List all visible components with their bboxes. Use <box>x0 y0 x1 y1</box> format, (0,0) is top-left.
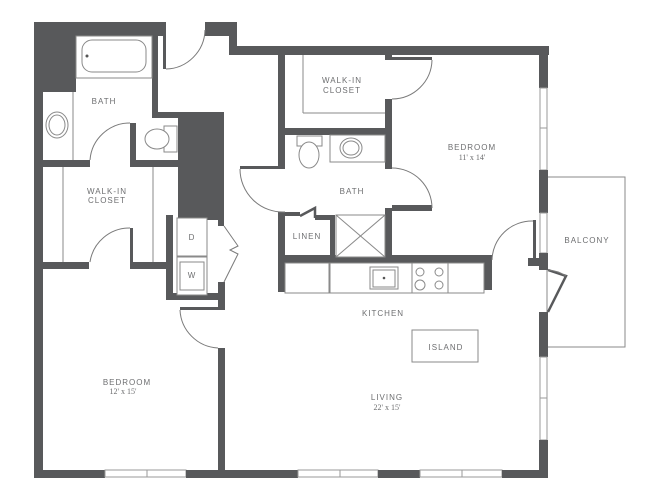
walkin-left-label-line1: WALK-IN <box>87 187 127 196</box>
living-label: LIVING <box>371 393 403 402</box>
walkin-right-label-line2: CLOSET <box>323 86 361 95</box>
bedroom-right-dimensions: 11' x 14' <box>459 153 486 162</box>
bedroom-left-dimensions: 12' x 15' <box>110 387 137 396</box>
linen-label: LINEN <box>293 232 322 241</box>
bedroom-left-label: BEDROOM <box>103 378 151 387</box>
island-label: ISLAND <box>429 343 464 352</box>
bath-center-label: BATH <box>340 187 365 196</box>
dryer-label: D <box>189 233 196 242</box>
bath-left-label: BATH <box>92 97 117 106</box>
interior-walls <box>43 30 539 473</box>
balcony <box>546 176 626 348</box>
balcony-label: BALCONY <box>564 236 609 245</box>
doors <box>89 29 568 349</box>
bedroom-right-label: BEDROOM <box>448 143 496 152</box>
walkin-right-label-line1: WALK-IN <box>322 76 362 85</box>
living-dimensions: 22' x 15' <box>374 403 401 412</box>
kitchen-label: KITCHEN <box>362 309 404 318</box>
walkin-left-label-line2: CLOSET <box>88 196 126 205</box>
exterior-walls <box>34 22 549 478</box>
washer-label: W <box>188 271 197 280</box>
fixtures <box>45 35 485 363</box>
room-labels: BATH WALK-IN CLOSET D W WALK-IN CLOSET B… <box>87 76 609 412</box>
